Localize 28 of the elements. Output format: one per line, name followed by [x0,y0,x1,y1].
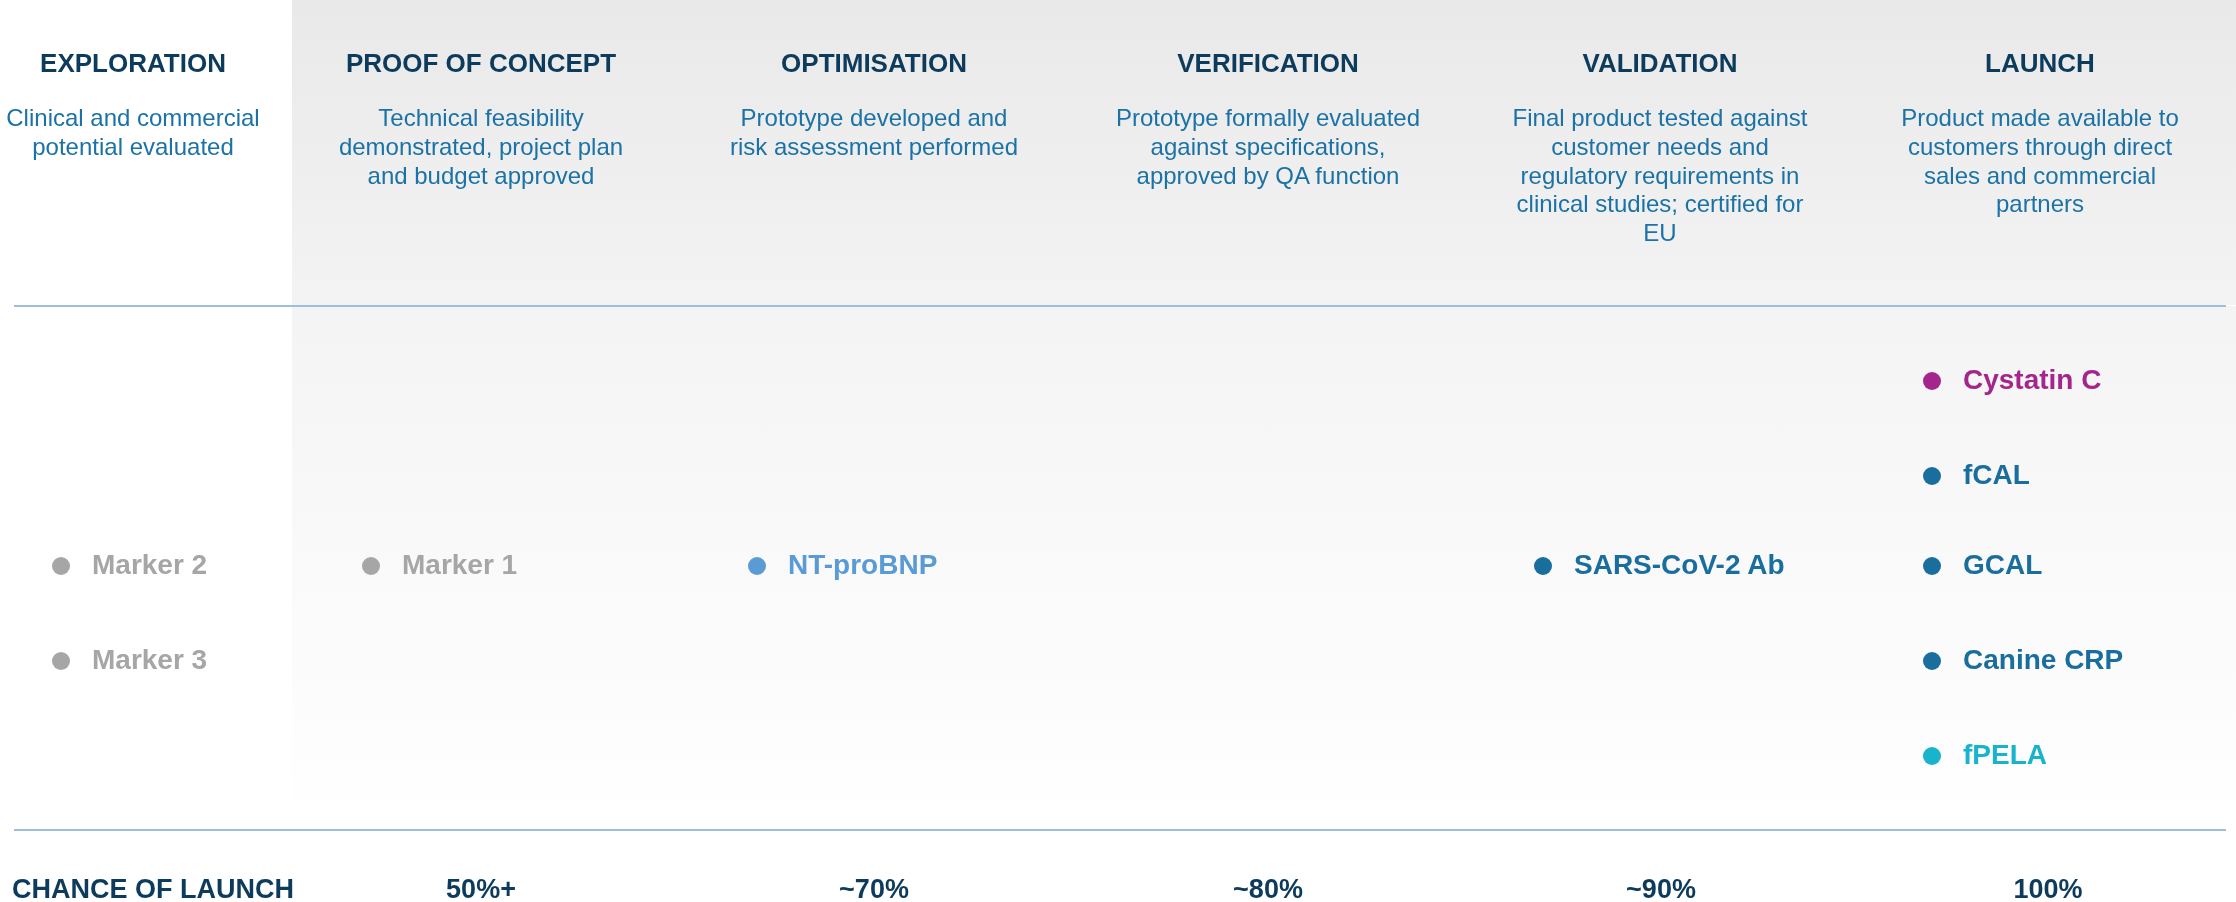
product-name: GCAL [1963,549,2043,581]
stage-heading: OPTIMISATION [780,48,968,79]
stage-description: Product made available to customers through direct sales and commercial partners [1900,104,2180,220]
product-name: fPELA [1963,739,2047,771]
product-name: Marker 1 [402,549,518,581]
launch-probability: ~80% [1233,874,1303,902]
product-name: Canine CRP [1963,644,2124,676]
product-name: fCAL [1963,459,2030,491]
launch-probability: ~70% [839,874,909,902]
stage-description: Final product tested against customer needs and regulatory requirements in clinical studies; certified for EU [1511,104,1809,248]
stage-description: Clinical and commercial potential evaluated [5,104,261,162]
launch-probability: ~90% [1626,874,1696,902]
launch-probability: 50%+ [446,874,516,902]
product-name: NT-proBNP [788,549,938,581]
stage-description: Prototype formally evaluated against specifications, approved by QA function [1114,104,1422,191]
stage-description: Prototype developed and risk assessment performed [728,104,1020,162]
product-name: Marker 2 [92,549,208,581]
row-heading: CHANCE OF LAUNCH [12,874,294,902]
launch-probability: 100% [2013,874,2083,902]
product-name: SARS-CoV-2 Ab [1574,549,1785,581]
product-name: Cystatin C [1963,364,2102,396]
stage-heading: VALIDATION [1581,48,1739,79]
stage-heading: LAUNCH [1984,48,2096,79]
product-name: Marker 3 [92,644,208,676]
stage-description: Technical feasibility demonstrated, project plan and budget approved [337,104,625,191]
stage-heading: EXPLORATION [39,48,227,79]
stage-heading: VERIFICATION [1176,48,1360,79]
stage-heading: PROOF OF CONCEPT [344,48,618,79]
